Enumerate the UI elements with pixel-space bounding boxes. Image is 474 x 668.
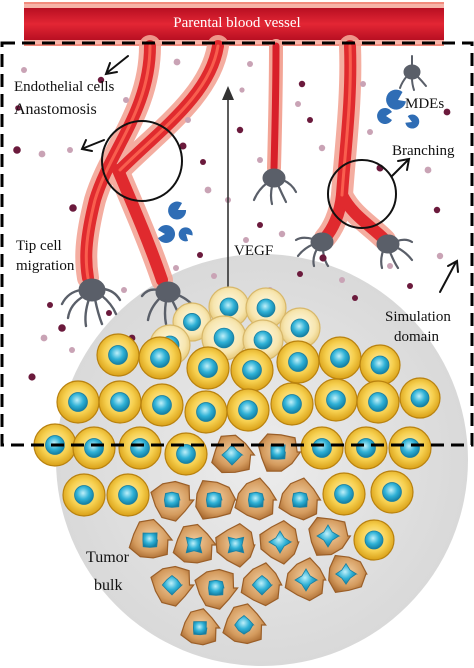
tumor-cell-icon <box>164 432 208 476</box>
tumor-cell-icon <box>180 608 221 646</box>
tumor-cell-icon <box>328 554 368 593</box>
tumor-cell-icon <box>356 380 400 424</box>
tumor-cell-icon <box>322 472 366 516</box>
tumor-cell-icon <box>388 426 432 470</box>
anastomosis-label: Anastomosis <box>14 101 97 118</box>
tumor-cell-icon <box>184 390 228 434</box>
mdes-label: MDEs <box>405 96 445 112</box>
simulation-domain-border <box>0 41 474 447</box>
tumor-cell-icon <box>240 562 283 607</box>
tip-cell-label-line2: migration <box>16 258 75 274</box>
tumor-cell-icon <box>118 426 162 470</box>
tumor-cell-icon <box>370 470 414 514</box>
branching-highlight <box>327 159 397 229</box>
tumor-cell-icon <box>276 340 320 384</box>
tumor-cell-icon <box>257 433 302 472</box>
tumor-cell-icon <box>353 519 395 561</box>
tumor-cell-icon <box>150 565 195 607</box>
tumor-cell-icon <box>194 568 239 610</box>
tumor-cell-icon <box>314 378 358 422</box>
tumor-cell-icon <box>234 477 278 521</box>
sprouting-vessels <box>75 35 396 291</box>
tumor-cell-icon <box>150 480 195 522</box>
vegf-molecule-icon <box>13 58 451 381</box>
tumor-cell-icon <box>344 426 388 470</box>
tumor-cell-icon <box>56 380 100 424</box>
tumor-cell-icon <box>98 380 142 424</box>
page-title: Parental blood vessel <box>173 15 301 31</box>
tumor-cell-icon <box>62 473 106 517</box>
tumor-cell-icon <box>106 473 150 517</box>
tumor-cell-icon <box>138 336 182 380</box>
tumor-label-line2: bulk <box>94 577 123 594</box>
tumor-cell-icon <box>226 388 270 432</box>
vegf-arrow <box>222 86 234 304</box>
tumor-cell-icon <box>300 426 344 470</box>
tumor-cell-icon <box>278 477 322 521</box>
anastomosis-highlight <box>101 120 183 202</box>
tumor-cells <box>33 286 441 646</box>
tumor-cell-icon <box>195 479 237 520</box>
tip-cell-label-line1: Tip cell <box>16 238 62 254</box>
tumor-cell-icon <box>230 348 274 392</box>
parental-blood-vessel <box>24 2 444 46</box>
vegf-label: VEGF <box>234 243 274 259</box>
simulation-label-line2: domain <box>394 329 439 345</box>
tumor-cell-icon <box>222 603 267 645</box>
tumor-cell-icon <box>215 522 256 568</box>
tumor-cell-icon <box>308 516 352 556</box>
tumor-cell-icon <box>270 382 314 426</box>
tumor-cell-icon <box>96 333 140 377</box>
tumor-cell-icon <box>72 426 116 470</box>
tumor-label-line1: Tumor <box>86 549 129 566</box>
mde-icon <box>158 89 420 243</box>
tumor-cell-icon <box>186 346 230 390</box>
tumor-cell-icon <box>128 518 174 559</box>
tumor-cell-icon <box>172 523 218 564</box>
tumor-cell-icon <box>259 519 300 565</box>
tumor-cell-icon <box>284 557 327 602</box>
tumor-cell-icon <box>279 307 321 349</box>
endothelial-cells-label: Endothelial cells <box>14 79 115 95</box>
simulation-label-line1: Simulation <box>385 309 451 325</box>
tumor-cell-icon <box>140 383 184 427</box>
pointer-arrows <box>80 55 459 293</box>
tumor-cell-icon <box>399 377 441 419</box>
tumor-cell-icon <box>359 344 401 386</box>
tumor-cell-icon <box>318 336 362 380</box>
branching-label: Branching <box>392 143 455 159</box>
